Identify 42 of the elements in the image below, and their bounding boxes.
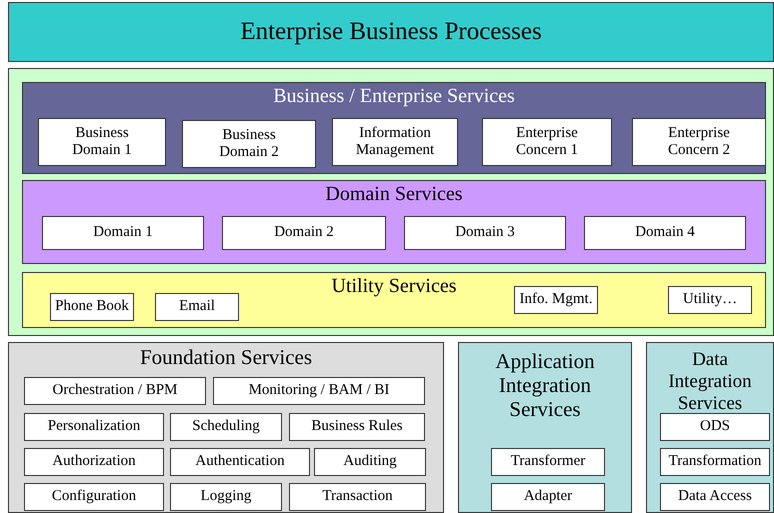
service-box: Business Domain 1 (38, 118, 166, 166)
service-box: Enterprise Concern 2 (632, 118, 766, 166)
service-box: Domain 2 (222, 216, 386, 250)
service-box: Domain 4 (584, 216, 746, 250)
service-box: Monitoring / BAM / BI (213, 377, 425, 405)
process-band: Enterprise Business Processes (8, 2, 774, 62)
service-box: Phone Book (50, 293, 134, 321)
service-box: Enterprise Concern 1 (482, 118, 612, 166)
service-box: Email (155, 293, 239, 321)
service-layer (22, 272, 766, 328)
service-box: Personalization (24, 413, 164, 441)
layer-title: Domain Services (324, 183, 464, 206)
service-box: Adapter (491, 483, 605, 511)
service-box: Authorization (24, 448, 164, 476)
service-box: Info. Mgmt. (514, 286, 598, 314)
service-box: Transformer (491, 448, 605, 476)
service-box: Logging (170, 483, 282, 511)
service-box: Scheduling (170, 413, 282, 441)
service-box: Domain 1 (42, 216, 204, 250)
layer-title: Foundation Services (138, 345, 314, 370)
service-box: Transformation (660, 448, 770, 476)
service-box: Orchestration / BPM (24, 377, 206, 405)
service-layer (22, 82, 766, 174)
service-layer (646, 342, 774, 513)
service-box: Business Domain 2 (182, 120, 316, 168)
service-box: Transaction (289, 483, 426, 511)
service-box: Configuration (24, 483, 164, 511)
service-box: Auditing (314, 448, 426, 476)
layer-title: Application Integration Services (494, 349, 596, 422)
service-box: Business Rules (289, 413, 425, 441)
service-box: ODS (660, 413, 770, 441)
service-box: Domain 3 (404, 216, 566, 250)
layer-panel (8, 68, 774, 336)
service-box: Authentication (170, 448, 310, 476)
service-box: Data Access (660, 483, 770, 511)
service-box: Information Management (332, 118, 458, 166)
service-layer (22, 180, 766, 264)
layer-title: Business / Enterprise Services (272, 85, 516, 108)
service-box: Utility… (668, 286, 752, 314)
service-layer (458, 342, 632, 513)
service-layer (8, 342, 444, 513)
layer-title: Data Integration Services (667, 349, 753, 415)
